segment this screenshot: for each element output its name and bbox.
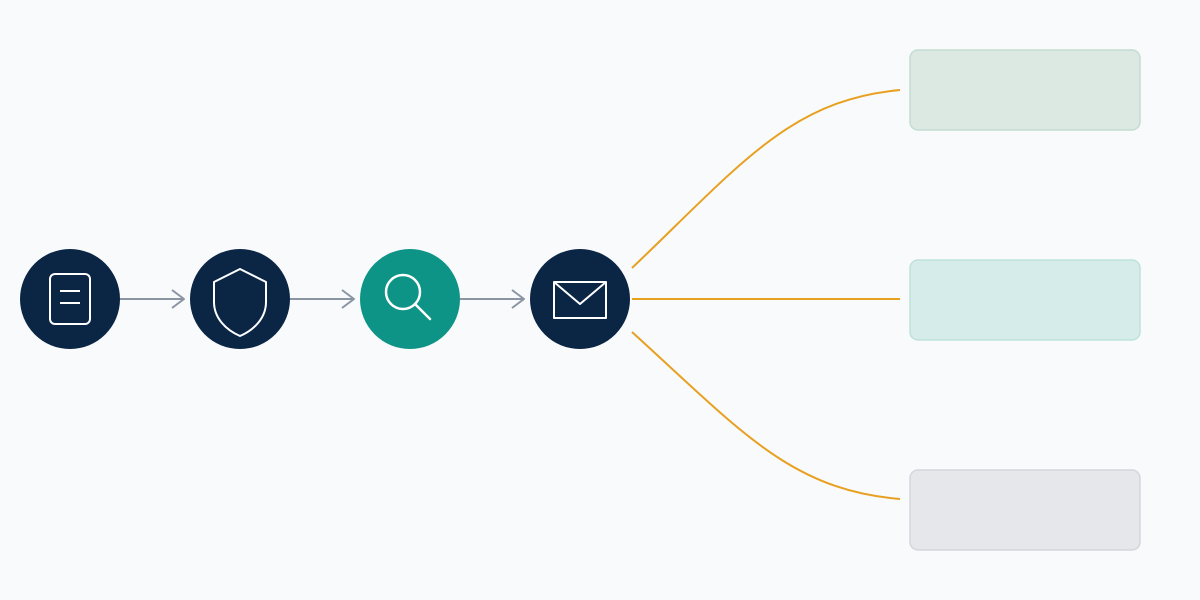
outcome-box-bottom[interactable] [909, 469, 1141, 551]
arrow-2 [290, 289, 355, 309]
branch-line-top [631, 89, 901, 269]
arrow-1 [120, 289, 185, 309]
search-icon [384, 273, 432, 321]
branch-lines [631, 89, 901, 500]
document-node[interactable] [20, 249, 120, 349]
document-icon [49, 273, 91, 325]
mail-node[interactable] [530, 249, 630, 349]
pipeline-nodes [20, 249, 630, 349]
outcome-box-top[interactable] [909, 49, 1141, 131]
shield-node[interactable] [190, 249, 290, 349]
shield-icon [213, 268, 267, 337]
outcome-boxes [909, 49, 1141, 551]
search-node[interactable] [360, 249, 460, 349]
mail-icon [553, 281, 607, 319]
branch-line-bottom [631, 331, 901, 500]
arrow-3 [460, 289, 525, 309]
outcome-box-middle[interactable] [909, 259, 1141, 341]
pipeline-arrows [120, 289, 525, 309]
